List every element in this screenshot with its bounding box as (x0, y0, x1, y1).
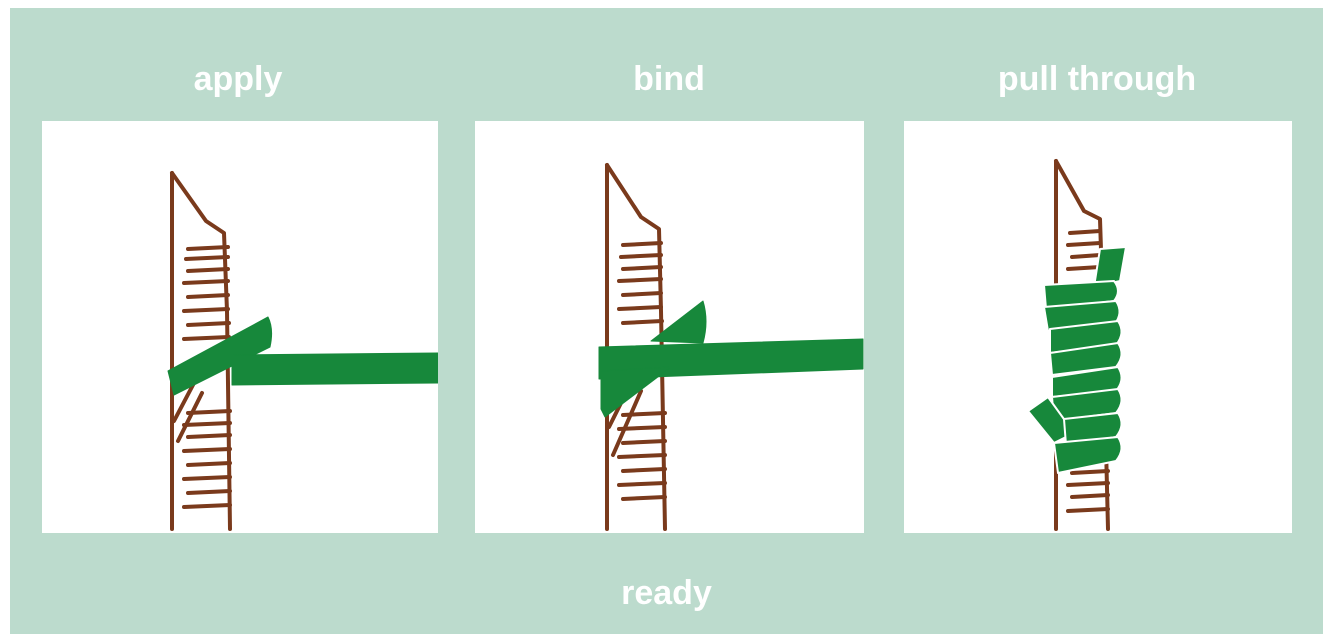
pull-through-illustration (904, 121, 1292, 533)
panel-apply (42, 121, 438, 533)
step-label-bind: bind (474, 54, 864, 104)
apply-illustration (42, 121, 438, 533)
footer-label-ready: ready (10, 568, 1323, 618)
panel-bind (475, 121, 864, 533)
tape-strip-icon (168, 317, 438, 395)
tape-strip-icon (1028, 247, 1126, 473)
bind-illustration (475, 121, 864, 533)
step-label-apply: apply (40, 54, 436, 104)
diagram-board: apply bind pull through (10, 8, 1323, 634)
panel-pull-through (904, 121, 1292, 533)
step-label-pull-through: pull through (902, 54, 1292, 104)
